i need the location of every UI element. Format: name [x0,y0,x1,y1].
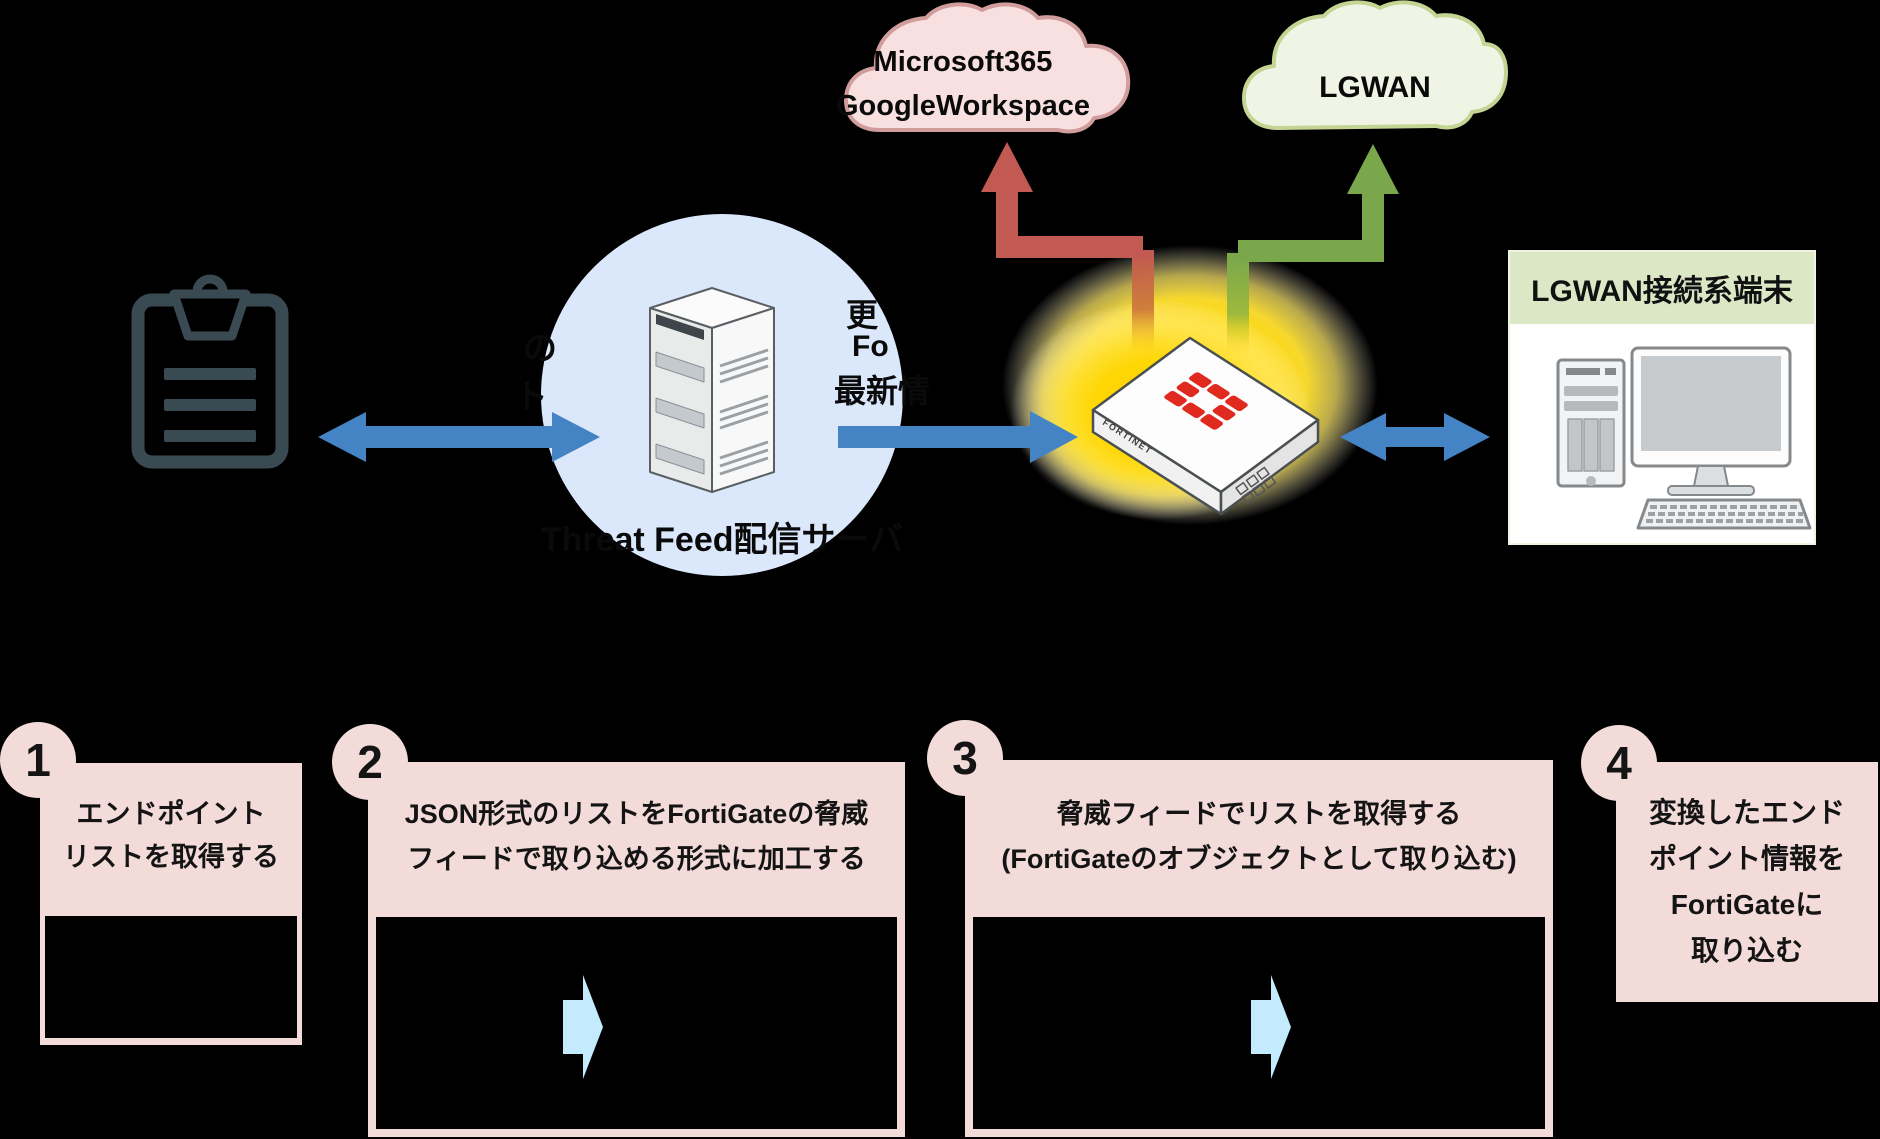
step2-box: JSON形式のリストをFortiGateの脅威 フィードで取り込める形式に加工す… [368,762,905,1137]
fragment-left-1: の [523,330,557,368]
step2-number: 2 [332,724,408,800]
red-arrow-tail [1132,250,1154,358]
lgwan-terminal-title: LGWAN接続系端末 [1531,275,1793,308]
step2-caption: JSON形式のリストをFortiGateの脅威 フィードで取り込める形式に加工す… [368,762,905,882]
step4-box: 変換したエンド ポイント情報を FortiGateに 取り込む [1616,762,1878,1002]
step1-caption: エンドポイント リストを取得する [40,763,302,879]
lgwan-cloud [1242,0,1508,130]
step3-content-area [973,917,1545,1129]
fortigate-ports [1235,466,1277,505]
step4-caption: 変換したエンド ポイント情報を FortiGateに 取り込む [1616,762,1878,974]
fragment-right-2: Fo [852,330,889,363]
step3-transform-arrow-icon [1251,975,1291,1079]
fragment-right-1: 更 [846,297,879,333]
step2-line1: JSON形式のリストをFortiGateの脅威 [404,799,869,829]
step3-number: 3 [927,720,1003,796]
feed-server-label: Threat Feed配信サーバ [540,521,904,559]
step4-line2: ポイント情報を [1648,843,1845,874]
lgwan-terminal-box: LGWAN接続系端末 [1508,250,1816,545]
arrow-middle [838,411,1078,463]
saas-cloud-line2: GoogleWorkspace [835,90,1091,122]
server-icon [649,287,775,493]
lgwan-terminal-header: LGWAN接続系端末 [1510,252,1814,324]
saas-cloud-line1: Microsoft365 [873,46,1053,78]
step3-line1: 脅威フィードでリストを取得する [1056,799,1462,829]
step1-line2: リストを取得する [63,842,279,872]
step3-caption: 脅威フィードでリストを取得する (FortiGateのオブジェクトとして取り込む… [965,760,1553,882]
blue-arrows [318,411,1490,463]
fortinet-logo [1164,372,1248,430]
red-up-arrow [981,142,1143,258]
step2-content-area [376,917,897,1129]
clipboard-icon [131,274,289,469]
saas-cloud [844,2,1131,134]
step4-number: 4 [1581,725,1657,801]
step3-line2: (FortiGateのオブジェクトとして取り込む) [1001,844,1517,874]
green-up-arrow [1238,144,1399,262]
step1-box: エンドポイント リストを取得する [40,763,302,1045]
fragment-left-2: ト [514,378,548,416]
step1-number: 1 [0,722,76,798]
step3-box: 脅威フィードでリストを取得する (FortiGateのオブジェクトとして取り込む… [965,760,1553,1137]
step1-line1: エンドポイント [76,799,266,829]
desktop-pc-icon [1556,346,1812,530]
step4-line3: FortiGateに [1670,889,1824,920]
double-arrow-left [318,412,600,462]
step2-line2: フィードで取り込める形式に加工する [407,844,866,874]
lgwan-cloud-label: LGWAN [1319,71,1431,104]
step2-transform-arrow-icon [563,975,603,1079]
step4-line4: 取り込む [1690,935,1803,966]
fragment-right-3: 最新情 [834,373,931,409]
double-arrow-right [1340,413,1490,461]
step1-content-area [45,916,297,1038]
saas-cloud-label: Microsoft365 GoogleWorkspace [813,40,1113,128]
green-arrow-tail [1227,253,1249,355]
step4-line1: 変換したエンド [1648,797,1845,828]
